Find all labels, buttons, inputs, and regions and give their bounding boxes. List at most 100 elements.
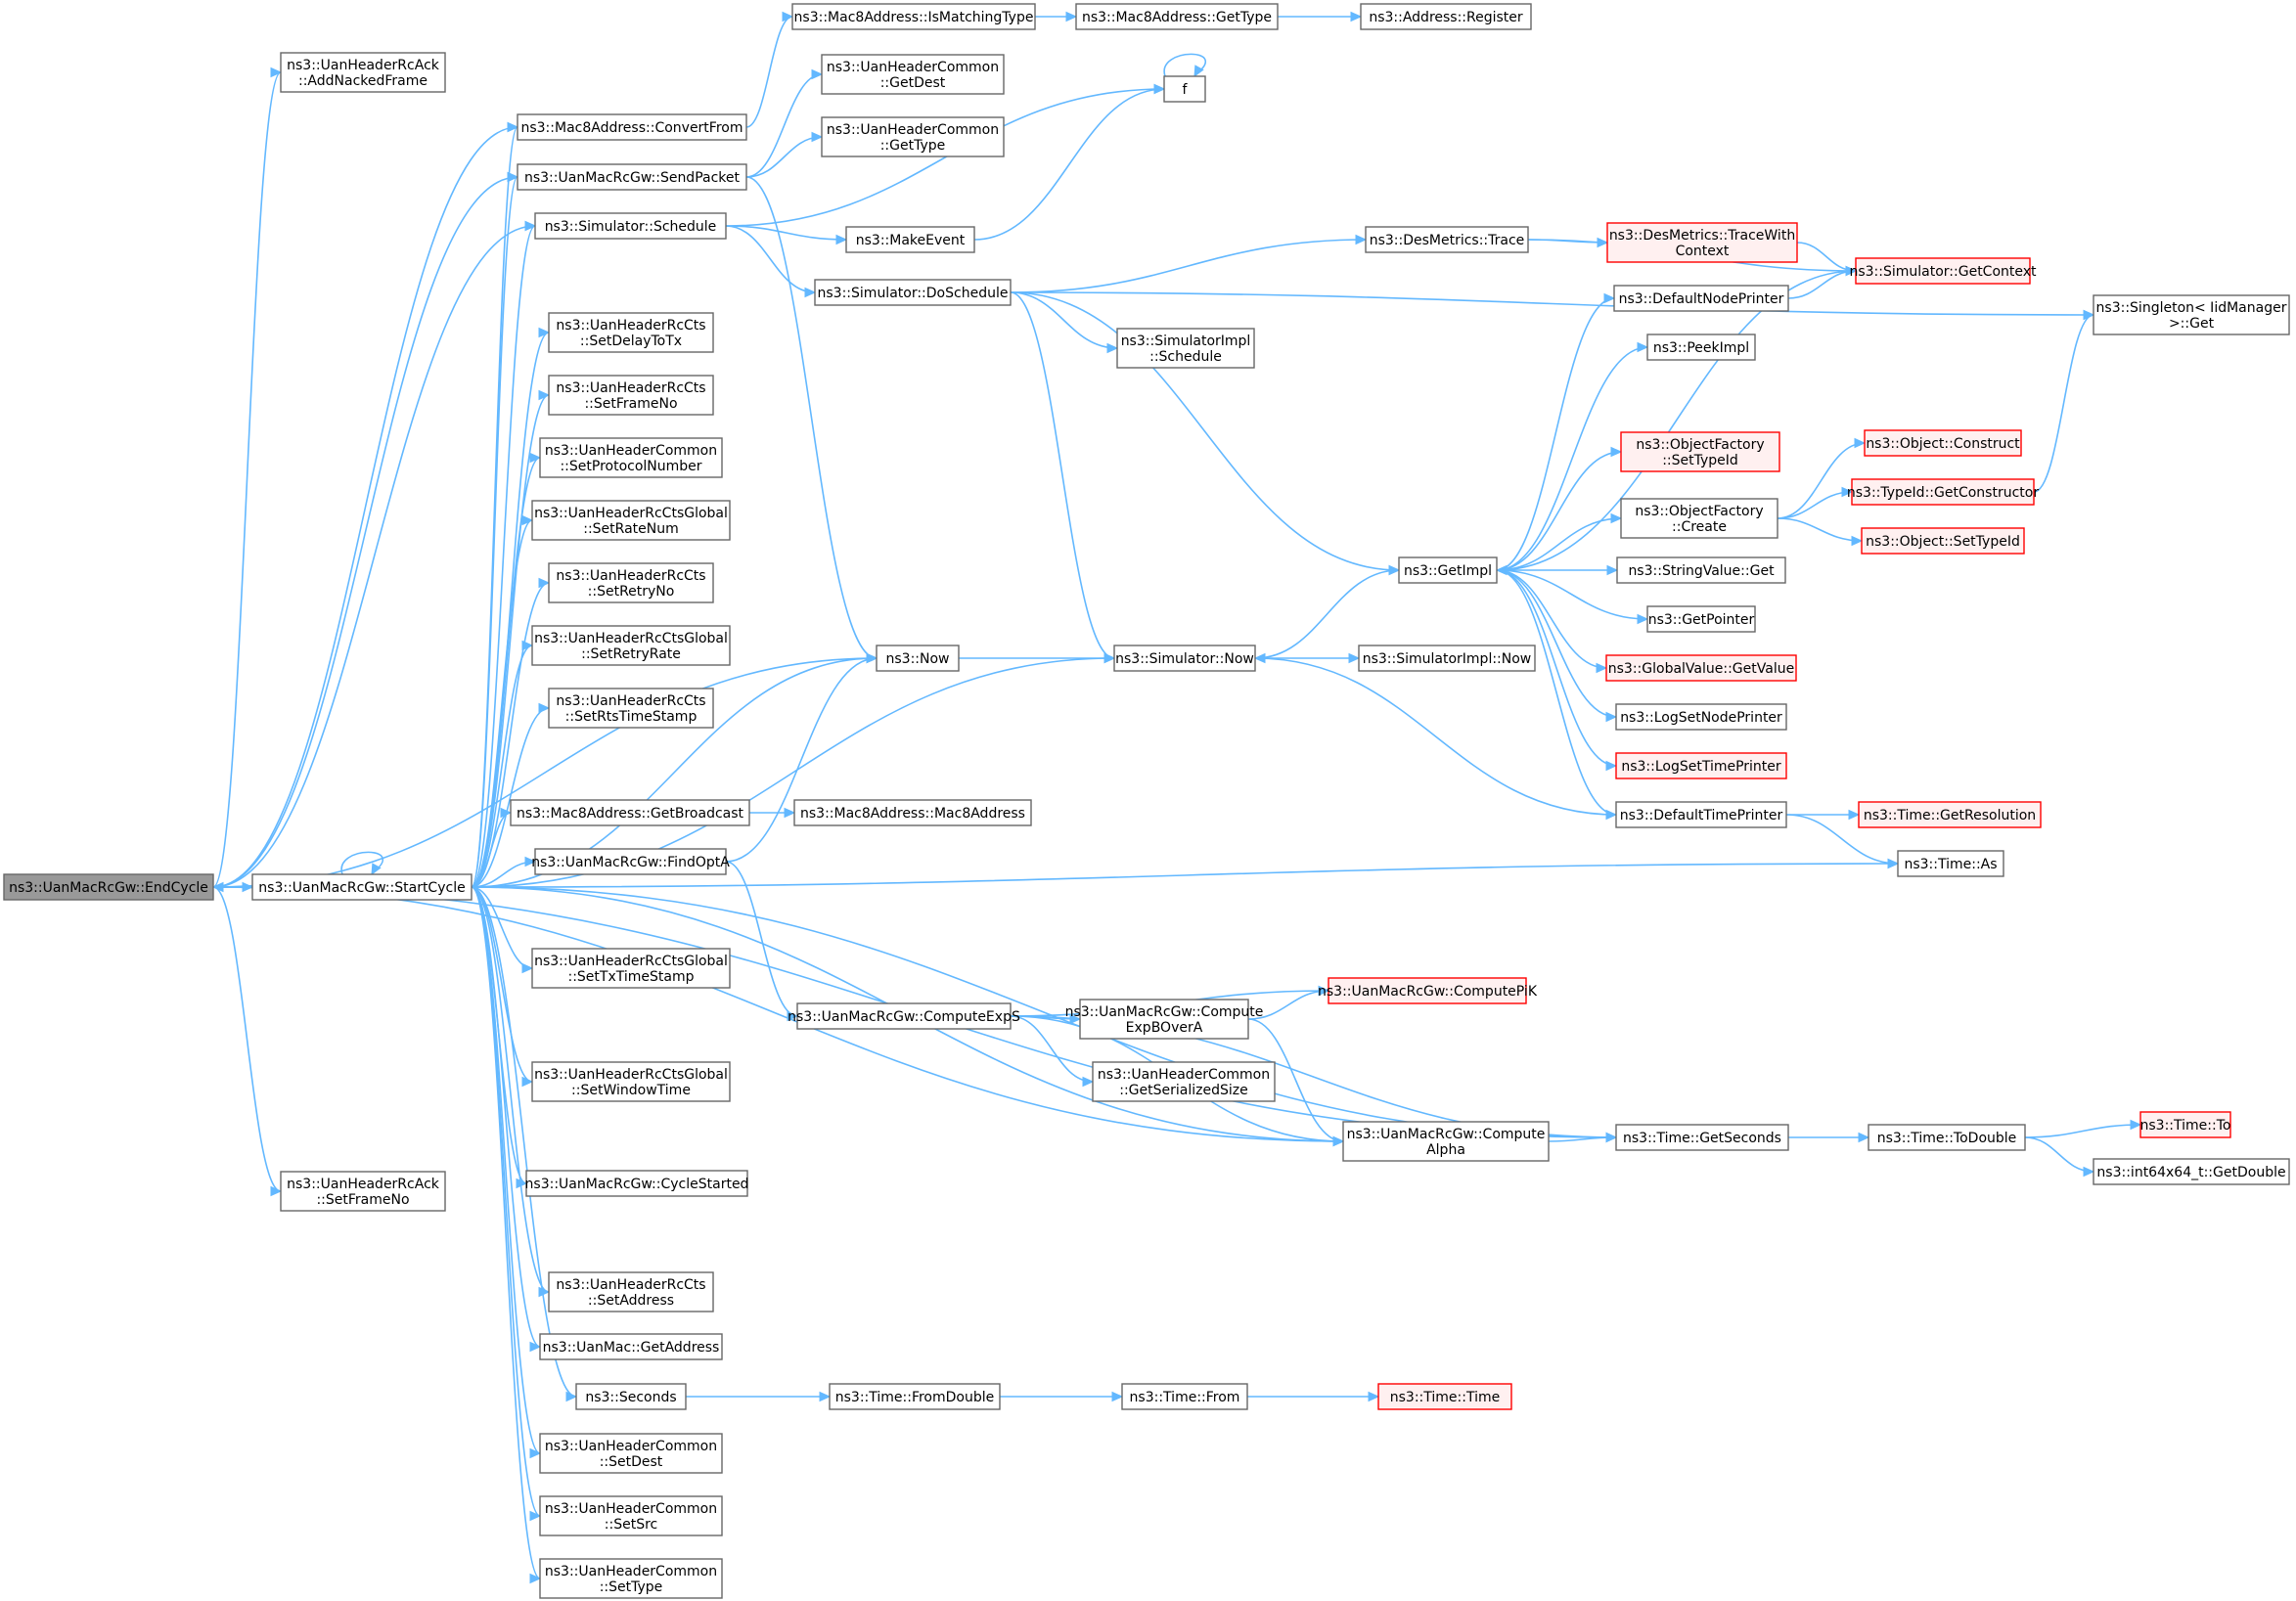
function-node[interactable]: ns3::Mac8Address::Mac8Address <box>793 799 1032 826</box>
function-node[interactable]: ns3::Object::SetTypeId <box>1861 527 2025 555</box>
function-node[interactable]: ns3::Mac8Address::IsMatchingType <box>791 3 1036 30</box>
node-label: ::SetType <box>600 1579 663 1595</box>
edge-arrowhead <box>1603 292 1616 304</box>
call-edge <box>725 225 848 245</box>
edge-path <box>212 225 536 888</box>
function-node[interactable]: ns3::UanMac::GetAddress <box>539 1333 723 1360</box>
function-node[interactable]: ns3::DesMetrics::Trace <box>1365 226 1529 253</box>
edge-arrowhead <box>1887 858 1900 869</box>
function-node[interactable]: ns3::DefaultTimePrinter <box>1615 801 1787 828</box>
function-node[interactable]: ns3::Mac8Address::GetBroadcast <box>510 799 750 826</box>
edge-path <box>1010 291 1115 659</box>
function-node[interactable]: ns3::Now <box>876 645 960 672</box>
function-node[interactable]: ns3::UanHeaderCommon::SetType <box>539 1558 723 1599</box>
function-node[interactable]: ns3::UanHeaderRcCts::SetRtsTimeStamp <box>548 688 714 729</box>
function-node[interactable]: ns3::UanHeaderCommon::SetProtocolNumber <box>539 437 723 478</box>
function-node[interactable]: ns3::UanHeaderCommon::GetDest <box>821 54 1005 95</box>
call-edge <box>471 640 534 888</box>
function-node[interactable]: ns3::UanHeaderRcCts::SetFrameNo <box>548 375 714 416</box>
function-node[interactable]: ns3::UanHeaderRcCts::SetDelayToTx <box>548 312 714 353</box>
function-node[interactable]: ns3::Time::FromDouble <box>829 1383 1001 1410</box>
function-node[interactable]: ns3::UanHeaderCommon::GetType <box>821 116 1005 157</box>
node-box <box>1377 1383 1512 1410</box>
function-node[interactable]: ns3::Time::ToDouble <box>1868 1124 2026 1151</box>
edge-path <box>745 73 823 178</box>
function-node[interactable]: ns3::UanMacRcGw::ComputeExpS <box>788 1002 1020 1030</box>
function-node[interactable]: ns3::UanMacRcGw::SendPacket <box>517 163 747 191</box>
function-node[interactable]: ns3::UanHeaderCommon::SetDest <box>539 1433 723 1474</box>
function-node[interactable]: ns3::UanHeaderRcCtsGlobal::SetRetryRate <box>531 625 731 666</box>
edge-path <box>1254 569 1400 659</box>
function-node[interactable]: ns3::UanHeaderRcCtsGlobal::SetTxTimeStam… <box>531 948 731 989</box>
node-label: ns3::UanHeaderCommon <box>545 1564 717 1579</box>
function-node[interactable]: ns3::UanHeaderRcCts::SetAddress <box>548 1271 714 1312</box>
function-node[interactable]: ns3::Time::From <box>1121 1383 1248 1410</box>
function-node[interactable]: ns3::UanMacRcGw::EndCycle <box>3 873 214 901</box>
function-node[interactable]: ns3::MakeEvent <box>845 226 975 253</box>
function-node[interactable]: ns3::Seconds <box>575 1383 687 1410</box>
function-node[interactable]: ns3::Simulator::GetContext <box>1849 257 2037 285</box>
function-node[interactable]: ns3::int64x64_t::GetDouble <box>2093 1158 2290 1185</box>
function-node[interactable]: ns3::GlobalValue::GetValue <box>1605 654 1797 682</box>
function-node[interactable]: ns3::Simulator::Now <box>1113 645 1256 672</box>
function-node[interactable]: ns3::Time::Time <box>1377 1383 1512 1410</box>
function-node[interactable]: ns3::LogSetNodePrinter <box>1615 703 1787 731</box>
node-label: ::SetRetryNo <box>588 584 675 600</box>
edge-path <box>1496 569 1617 718</box>
function-node[interactable]: ns3::ObjectFactory::Create <box>1620 498 1778 539</box>
function-node[interactable]: ns3::SimulatorImpl::Now <box>1358 645 1536 672</box>
node-box <box>2139 1111 2231 1138</box>
function-node[interactable]: ns3::UanMacRcGw::CycleStarted <box>525 1170 749 1197</box>
function-node[interactable]: ns3::UanMacRcGw::ComputePiK <box>1318 977 1538 1004</box>
node-box <box>1163 75 1206 103</box>
function-node[interactable]: ns3::UanHeaderCommon::GetSerializedSize <box>1092 1061 1276 1102</box>
function-node[interactable]: f <box>1163 75 1206 103</box>
function-node[interactable]: ns3::Singleton< IidManager>::Get <box>2093 294 2290 335</box>
call-edge <box>725 861 799 1022</box>
function-node[interactable]: ns3::SimulatorImpl::Schedule <box>1116 328 1255 369</box>
function-node[interactable]: ns3::Simulator::Schedule <box>534 212 727 240</box>
function-node[interactable]: ns3::UanMacRcGw::FindOptA <box>531 848 730 875</box>
function-node[interactable]: ns3::Mac8Address::GetType <box>1075 3 1279 30</box>
edge-arrowhead <box>1610 446 1623 458</box>
function-node[interactable]: ns3::ObjectFactory::SetTypeId <box>1620 431 1780 472</box>
node-box <box>1075 3 1279 30</box>
node-box <box>1646 605 1756 633</box>
function-node[interactable]: ns3::StringValue::Get <box>1616 556 1786 584</box>
edge-arrowhead <box>811 131 824 143</box>
function-node[interactable]: ns3::Object::Construct <box>1864 429 2022 457</box>
node-label: ns3::Simulator::GetContext <box>1849 264 2037 280</box>
function-node[interactable]: ns3::UanHeaderRcAck::AddNackedFrame <box>280 52 446 93</box>
function-node[interactable]: ns3::GetImpl <box>1398 556 1498 584</box>
function-node[interactable]: ns3::UanMacRcGw::StartCycle <box>251 873 473 901</box>
edge-arrowhead <box>1606 564 1619 576</box>
edge-arrowhead <box>1596 662 1608 674</box>
function-node[interactable]: ns3::UanHeaderRcCts::SetRetryNo <box>548 562 714 603</box>
function-node[interactable]: ns3::Mac8Address::ConvertFrom <box>517 113 747 141</box>
node-label: ns3::UanMacRcGw::CycleStarted <box>525 1177 749 1192</box>
function-node[interactable]: ns3::Simulator::DoSchedule <box>814 279 1012 306</box>
function-node[interactable]: ns3::PeekImpl <box>1646 334 1756 361</box>
function-node[interactable]: ns3::LogSetTimePrinter <box>1615 752 1787 779</box>
function-node[interactable]: ns3::TypeId::GetConstructor <box>1847 478 2039 506</box>
function-node[interactable]: ns3::Time::GetSeconds <box>1615 1124 1789 1151</box>
edge-arrowhead <box>529 1341 542 1353</box>
node-box <box>1858 801 2042 828</box>
function-node[interactable]: ns3::Time::To <box>2139 1111 2231 1138</box>
function-node[interactable]: ns3::GetPointer <box>1646 605 1756 633</box>
node-box <box>539 1558 723 1599</box>
function-node[interactable]: ns3::Time::GetResolution <box>1858 801 2042 828</box>
function-node[interactable]: ns3::DefaultNodePrinter <box>1613 285 1789 312</box>
function-node[interactable]: ns3::UanHeaderRcCtsGlobal::SetRateNum <box>531 500 731 541</box>
function-node[interactable]: ns3::UanHeaderRcAck::SetFrameNo <box>280 1171 446 1212</box>
function-node[interactable]: ns3::Address::Register <box>1360 3 1532 30</box>
edge-arrowhead <box>1605 760 1618 772</box>
function-node[interactable]: ns3::Time::As <box>1897 850 2004 877</box>
node-box <box>539 1495 723 1536</box>
function-node[interactable]: ns3::UanHeaderRcCtsGlobal::SetWindowTime <box>531 1061 731 1102</box>
call-edge <box>340 851 383 876</box>
function-node[interactable]: ns3::UanHeaderCommon::SetSrc <box>539 1495 723 1536</box>
